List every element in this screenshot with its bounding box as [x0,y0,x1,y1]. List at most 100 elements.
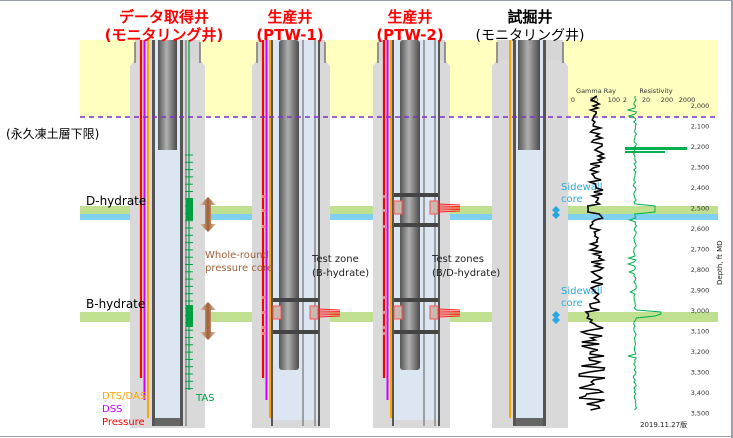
flow-ray [317,308,341,311]
tubing [158,40,177,150]
tas-block [186,198,193,220]
well-4-exploration [492,40,568,428]
pressure-gauge [383,326,386,329]
casing-wall [392,40,394,426]
tubing [279,40,299,370]
packer [394,298,438,302]
well-3-title: 生産井 [387,8,432,26]
depth-axis-label: Depth, ft MD [716,240,724,285]
pressure-gauge [383,311,386,314]
well-1-subtitle: (モニタリング井) [105,26,224,44]
depth-tick: 3,300 [691,369,710,377]
casing-wall [543,40,546,426]
depth-tick: 2,400 [691,184,710,192]
resistivity-tick: 200 [661,96,673,104]
well-4-title: 試掘井 [507,8,552,26]
casing-wall [318,40,320,426]
legend-pressure: Pressure [102,417,145,428]
sidewall-marker-icon [552,311,560,324]
packer [394,330,438,334]
pressure-gauge [262,296,265,299]
gamma-ray-title: Gamma Ray [576,87,616,95]
perforation-tool [429,305,439,320]
casing-wall [152,40,155,426]
flow-ray [317,314,341,316]
resistivity-spike [625,147,687,150]
casing-wall [180,40,183,426]
depth-tick: 3,500 [691,410,710,418]
perforation-tool [393,305,403,320]
sidewall-label-1b: core [561,194,583,205]
gamma-tick: 50 [590,96,598,104]
core-arrow-icon [200,197,216,232]
depth-tick: 2,900 [691,287,710,295]
flow-ray [317,315,341,318]
depth-tick: 2,700 [691,246,710,254]
casing-wall [513,40,516,426]
permafrost-base-label: (永久凍土層下限) [6,127,99,141]
flow-ray [437,308,461,311]
depth-tick: 2,600 [691,225,710,233]
tubing [518,40,540,150]
well-1-monitoring [130,40,216,428]
packer [394,193,438,197]
test-zone-2-label-2: (B/D-hydrate) [432,268,500,279]
sidewall-label-2b: core [561,298,583,309]
depth-tick: 3,000 [691,307,710,315]
sidewall-label-2a: Sidewall [561,286,603,297]
pressure-gauge [383,195,386,198]
gamma-ray-curve [578,95,607,411]
depth-tick: 2,000 [691,102,710,110]
depth-tick: 2,800 [691,266,710,274]
casing-wall [438,40,440,426]
pressure-gauge [383,209,386,212]
wells [130,40,568,428]
well-2-production [252,40,341,428]
pressure-gauge [383,332,386,335]
whole-round-label-1: Whole-round [205,250,269,261]
well-2-title: 生産井 [267,8,312,26]
pressure-gauge [262,225,265,228]
well-1-title: データ取得井 [119,8,209,26]
bottom-plug [155,418,180,426]
resistivity-tick: 20 [642,96,650,104]
casing-wall [271,40,273,426]
depth-tick: 2,100 [691,123,710,131]
pressure-gauge [262,195,265,198]
resistivity-tick: 2000 [679,96,696,104]
legend-tas: TAS [195,393,215,404]
resistivity-curve [626,95,662,411]
pressure-gauge [383,225,386,228]
pressure-gauge [262,326,265,329]
flow-ray [317,310,341,312]
right-border [731,0,733,438]
test-zone-1-label-1: Test zone [311,254,359,265]
sidewall-marker-icon [552,206,560,219]
flow-ray [437,310,461,312]
legend-dts-das: DTS/DAS [102,391,146,402]
resistivity-title: Resistivity [639,87,672,95]
core-arrow-icon [200,302,216,340]
packer [394,223,438,227]
perforation-tool [429,200,439,215]
test-zone-2-label-1: Test zones [431,254,484,265]
tubing [400,40,420,370]
sidewall-label-1a: Sidewall [561,182,603,193]
flow-ray [437,315,461,318]
pressure-gauge [383,296,386,299]
b-hydrate-label: B-hydrate [86,297,145,311]
d-hydrate-label: D-hydrate [86,194,146,208]
version-label: 2019.11.27版 [640,420,687,429]
flow-ray [437,209,461,211]
depth-tick: 3,200 [691,348,710,356]
gamma-tick: 0 [571,96,575,104]
legend-dss: DSS [102,404,122,415]
test-zone-1-label-2: (B-hydrate) [312,268,369,279]
flow-ray [437,210,461,213]
depth-tick: 3,100 [691,328,710,336]
well-4-subtitle: (モニタリング井) [476,28,585,44]
perforation-tool [393,200,403,215]
gamma-tick: 100 [608,96,620,104]
